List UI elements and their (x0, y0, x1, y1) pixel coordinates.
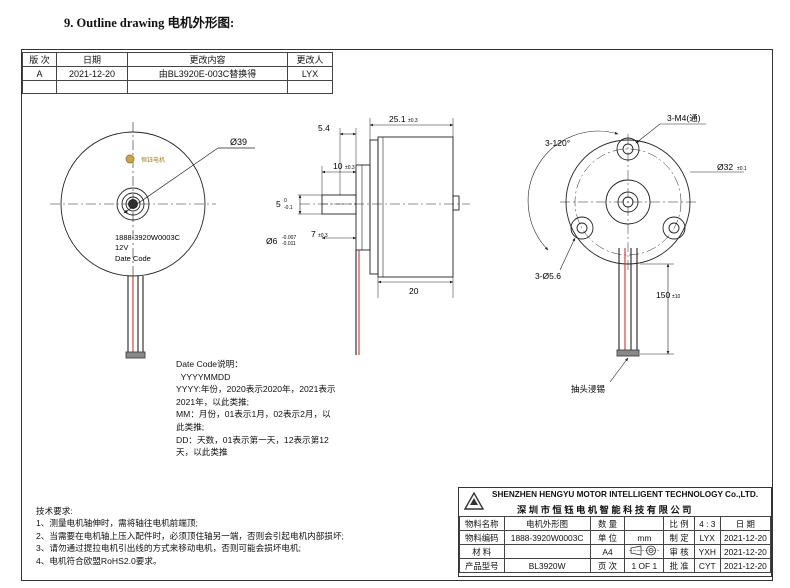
tb-cell: 制 定 (663, 530, 695, 545)
company-logo-icon (463, 491, 485, 510)
rear-lead-length: 150 (656, 290, 670, 300)
req-line: 1、测量电机轴伸时，需将轴往电机前端顶; (36, 518, 198, 529)
note-line: DD：天数，01表示第一天，12表示第12 (176, 434, 329, 445)
page-title: 9. Outline drawing 电机外形图: (64, 16, 235, 30)
tb-cell: mm (624, 530, 665, 545)
note-line: Date Code说明： (176, 359, 243, 369)
title-block: SHENZHEN HENGYU MOTOR INTELLIGENT TECHNO… (458, 487, 772, 577)
dim-20: 20 (409, 286, 419, 296)
dim-6-tol-upper: -0.007 (282, 235, 296, 241)
front-label-line2: 12V (115, 243, 128, 252)
dim-7-tol: ±0.3 (318, 233, 328, 239)
title-block-table: 物料名称 电机外形图 数 量 比 例 4 : 3 日 期 物料编码 1888-3… (459, 516, 772, 573)
dim-5: 5 (276, 199, 281, 209)
tb-cell: 产品型号 (459, 558, 505, 573)
side-shaft (321, 194, 357, 215)
dim-overall-tol: ±0.3 (408, 118, 418, 124)
note-line: YYYYMMDD (176, 371, 231, 382)
tb-cell: 1888-3920W0003C (503, 530, 591, 545)
rear-hole-label: 3-Ø5.6 (535, 271, 561, 281)
tb-cell: 2021-12-20 (719, 530, 772, 545)
tb-cell: 材 料 (459, 544, 505, 559)
tb-cell: BL3920W (503, 558, 591, 573)
rear-lead-tol: ±10 (672, 294, 681, 300)
note-line: 此类推; (176, 421, 205, 432)
rear-diameter-label: Ø32 (717, 162, 733, 172)
dim-5-tol-lower: -0.1 (284, 205, 293, 211)
req-line: 技术要求: (36, 506, 73, 516)
front-diameter-label: Ø39 (230, 137, 247, 147)
title-block-header: SHENZHEN HENGYU MOTOR INTELLIGENT TECHNO… (459, 488, 771, 517)
tb-cell: LYX (693, 530, 721, 545)
tb-cell: 4 : 3 (693, 516, 721, 531)
dim-5-tol-upper: 0 (284, 198, 287, 204)
note-line: 天，以此类推 (176, 447, 228, 458)
dim-5-4: 5.4 (318, 123, 330, 133)
tb-cell (503, 544, 591, 559)
req-line: 3、请勿通过提拉电机引出线的方式来移动电机，否则可能会损坏电机; (36, 543, 301, 554)
tb-cell: CYT (693, 558, 721, 573)
dim-10: 10 (333, 161, 343, 171)
projection-symbol-icon (624, 544, 665, 559)
tb-cell: 批 准 (663, 558, 695, 573)
tb-cell: A4 (589, 544, 626, 559)
rear-lead-note: 抽头浸锡 (571, 384, 606, 394)
tb-cell: 2021-12-20 (719, 544, 772, 559)
tb-cell: 物料编码 (459, 530, 505, 545)
drawing-frame (21, 49, 773, 581)
company-name-en: SHENZHEN HENGYU MOTOR INTELLIGENT TECHNO… (492, 490, 759, 499)
tb-cell: 电机外形图 (503, 516, 591, 531)
front-view (50, 122, 255, 359)
side-view (298, 118, 470, 355)
note-line: 2021年，以此类推; (176, 396, 250, 407)
dim-6: Ø6 (266, 236, 278, 246)
tb-cell: 1 OF 1 (624, 558, 665, 573)
date-code-notes: Date Code说明： YYYYMMDD YYYY:年份，2020表示2020年… (176, 358, 336, 459)
dim-overall: 25.1 (389, 114, 406, 124)
revision-table: 版 次 日期 更改内容 更改人 A 2021-12-20 由BL3920E-00… (22, 52, 333, 94)
req-line: 2、当需要在电机轴上压入配件时，必须顶住轴另一端，否则会引起电机内部损坏; (36, 530, 344, 541)
tb-cell (624, 516, 665, 531)
side-body (377, 136, 454, 278)
company-name-cn: 深圳市恒钰电机智能科技有限公司 (517, 505, 694, 515)
rear-view (527, 123, 744, 383)
tb-cell: 日 期 (719, 516, 772, 531)
tb-cell: 页 次 (589, 558, 626, 573)
req-line: 4、电机符合欧盟RoHS2.0要求。 (36, 555, 162, 566)
note-line: YYYY:年份，2020表示2020年，2021表示 (176, 384, 336, 395)
tb-cell: 2021-12-20 (719, 558, 772, 573)
tb-cell: 物料名称 (459, 516, 505, 531)
rev-cell (287, 80, 333, 94)
rear-diameter-tol: ±0.1 (737, 166, 747, 172)
dim-10-tol: ±0.3 (345, 165, 355, 171)
note-line: MM：月份，01表示1月，02表示2月，以 (176, 409, 331, 420)
tech-requirements: 技术要求: 1、测量电机轴伸时，需将轴往电机前端顶;2、当需要在电机轴上压入配件时… (36, 505, 344, 567)
tb-cell: 审 核 (663, 544, 695, 559)
front-label-line3: Date Code (115, 254, 151, 263)
rear-thread-label: 3-M4(通) (667, 113, 701, 123)
dim-7: 7 (311, 229, 316, 239)
rear-angle-label: 3-120° (545, 138, 570, 148)
tb-cell: 数 量 (589, 516, 626, 531)
dim-6-tol-lower: -0.011 (282, 241, 296, 247)
tb-cell: YXH (693, 544, 721, 559)
tb-cell: 比 例 (663, 516, 695, 531)
front-brand: 恒钰电机 (141, 156, 165, 164)
front-label-line1: 1888-3920W0003C (115, 233, 181, 242)
tb-cell: 单 位 (589, 530, 626, 545)
